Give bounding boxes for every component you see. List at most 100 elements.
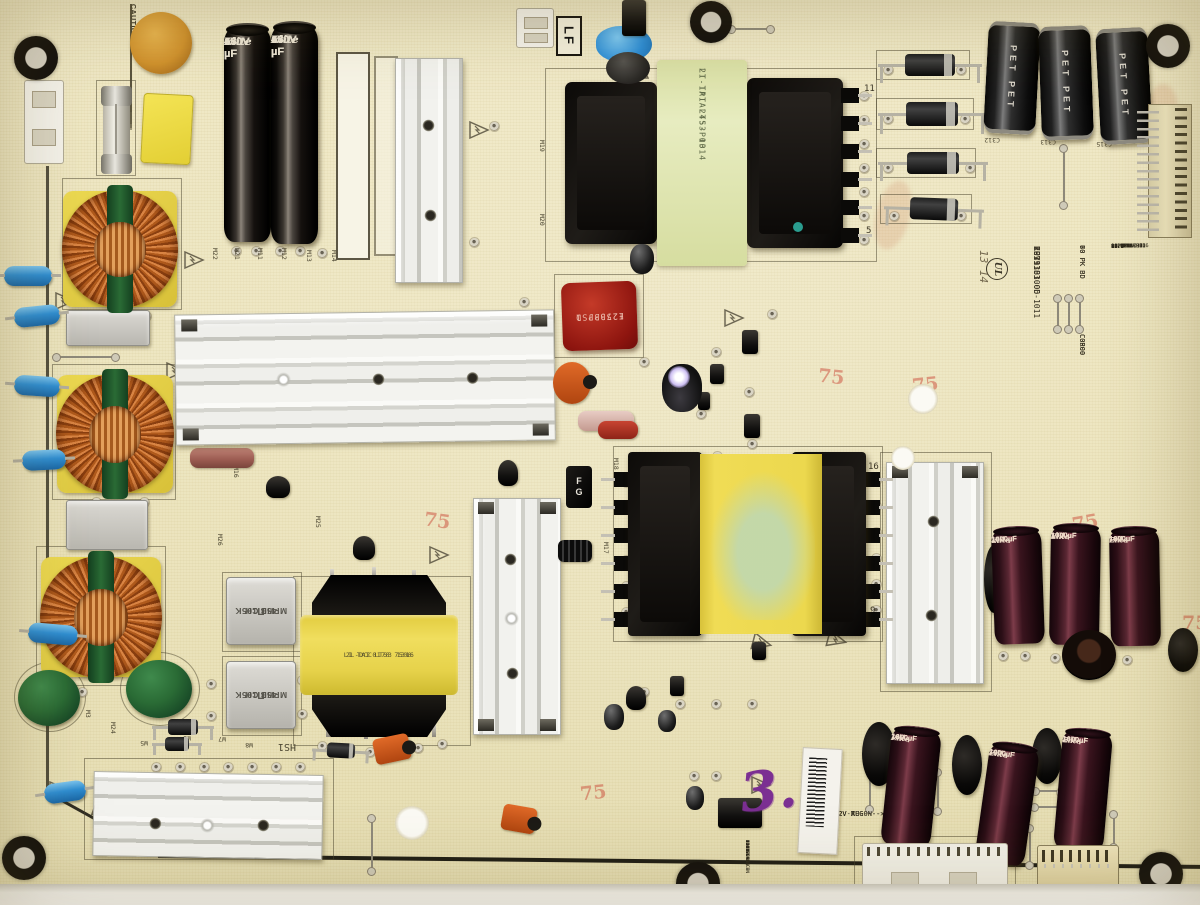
toroid-center: [74, 588, 128, 647]
small-component: [498, 460, 518, 486]
solder-pad: [248, 763, 257, 772]
silkscreen-outline: [222, 656, 302, 736]
transformer-bobbin-left: [628, 452, 702, 636]
component-footprint: [336, 52, 370, 260]
small-component: [744, 414, 760, 438]
diode: [883, 194, 985, 229]
aux-connector: [516, 8, 554, 48]
ref-designator: W8: [245, 741, 253, 749]
solder-pad: [78, 688, 87, 697]
solder-pad: [252, 247, 261, 256]
qc-stamp: 75: [422, 508, 452, 534]
ref-designator: W5: [140, 739, 148, 747]
lf-marking: LF: [556, 16, 582, 56]
fg-diode: F G: [566, 466, 592, 508]
heatsink-right: [886, 462, 984, 684]
toroid-inductor: [56, 369, 174, 499]
heatsink-top: [395, 58, 463, 283]
connector-pin-label: 10.NC: [744, 840, 749, 854]
diode: [152, 736, 202, 756]
connector-pin-label: 7.GND: [744, 840, 749, 854]
film-capacitor: [66, 310, 150, 346]
connector-pin-label: 3.PS-ON: [744, 840, 749, 860]
connector-pin-label: 15.T CON_CH: [744, 840, 749, 871]
diode: [878, 150, 988, 182]
small-component: [710, 364, 724, 384]
wire-jumper: [1113, 813, 1115, 849]
small-component: [742, 330, 758, 354]
pcb-trace-vertical: [46, 166, 49, 792]
resistor: [190, 448, 254, 468]
transformer-core-right: [747, 78, 843, 248]
transformer-marking: 2L-DCC0170 7500 LI TAI LTS3 1316: [343, 651, 415, 659]
mounting-hole: [14, 36, 58, 80]
solder-pad: [490, 122, 499, 131]
ref-designator: M11: [256, 248, 264, 260]
warning-triangle-icon: [428, 545, 450, 565]
wire-jumper: [1057, 297, 1059, 331]
warning-triangle-icon: [723, 308, 745, 328]
solder-pad: [748, 700, 757, 709]
small-component: [752, 642, 766, 660]
mounting-hole: [690, 1, 732, 43]
solder-pad: [470, 238, 479, 247]
heatsink-main: [174, 309, 556, 446]
silkscreen-outline: [222, 572, 302, 652]
core-bottom: [312, 691, 446, 737]
wire-jumper: [52, 353, 120, 362]
solder-pad: [318, 742, 327, 751]
small-component: [622, 0, 646, 36]
pet-capacitor: PET PET: [983, 20, 1041, 136]
black-toroid-inductor: [1062, 630, 1116, 680]
connector-pin-label: 9.12V REG: [744, 840, 749, 865]
green-disc-varistor: [126, 660, 192, 718]
photo-background: [0, 884, 1200, 905]
qc-stamp: 75: [578, 780, 608, 806]
solder-pad: [712, 348, 721, 357]
film-capacitor: [66, 500, 148, 550]
warning-triangle-icon: [824, 627, 850, 652]
warning-triangle-icon: [750, 775, 772, 795]
solder-pad: [884, 115, 893, 124]
ref-designator: M22: [211, 248, 219, 260]
solder-pad: [318, 249, 327, 258]
cap-holder: [952, 735, 982, 795]
solder-pad: [272, 763, 281, 772]
ref-designator: M12: [280, 248, 288, 260]
transformer-main: 2T-1PTA245-P00 LI TAI LTS3 1314: [563, 60, 872, 266]
ref-designator: M18: [612, 458, 620, 470]
wire-jumper: [1029, 827, 1031, 867]
solder-pad: [697, 410, 706, 419]
solder-pad: [957, 66, 966, 75]
mphb-capacitor: Π MPHB 105K 450 CH: [226, 661, 296, 729]
glue-component: [606, 52, 650, 84]
transformer-tape: 2T-1PTA245-P00 LI TAI LTS3 1314: [657, 60, 747, 266]
pencil-note: 13 14: [977, 250, 990, 284]
mphb-capacitor: Π MPHB 105K 450 CH: [226, 577, 296, 645]
silkscreen-outline: [554, 274, 644, 358]
solder-pad: [298, 710, 307, 719]
transformer-yellow: 2L-DCC0170 7500 LI TAI LTS3 1316: [300, 567, 458, 739]
solder-pad: [860, 188, 869, 197]
mounting-hole: [2, 836, 46, 880]
transformer-marking: 2T-1PTA245-P00 LI TAI LTS3 1314: [697, 68, 707, 162]
solder-pad: [176, 763, 185, 772]
solder-pad: [232, 247, 241, 256]
solder-pad: [712, 700, 721, 709]
solder-pad: [890, 212, 899, 221]
heatsink-bottom: [92, 770, 324, 861]
solder-pad: [276, 247, 285, 256]
board-hole: [395, 806, 429, 840]
solder-pad: [1123, 656, 1132, 665]
solder-pad: [860, 140, 869, 149]
silkscreen-outline: [84, 758, 334, 860]
ribbed-inductor: [558, 540, 592, 562]
wire-jumper: [727, 25, 775, 34]
small-capacitor: [686, 786, 704, 810]
solder-pad: [676, 700, 685, 709]
red-cap-marking: F2733J D 1250PPS1: [574, 310, 625, 322]
